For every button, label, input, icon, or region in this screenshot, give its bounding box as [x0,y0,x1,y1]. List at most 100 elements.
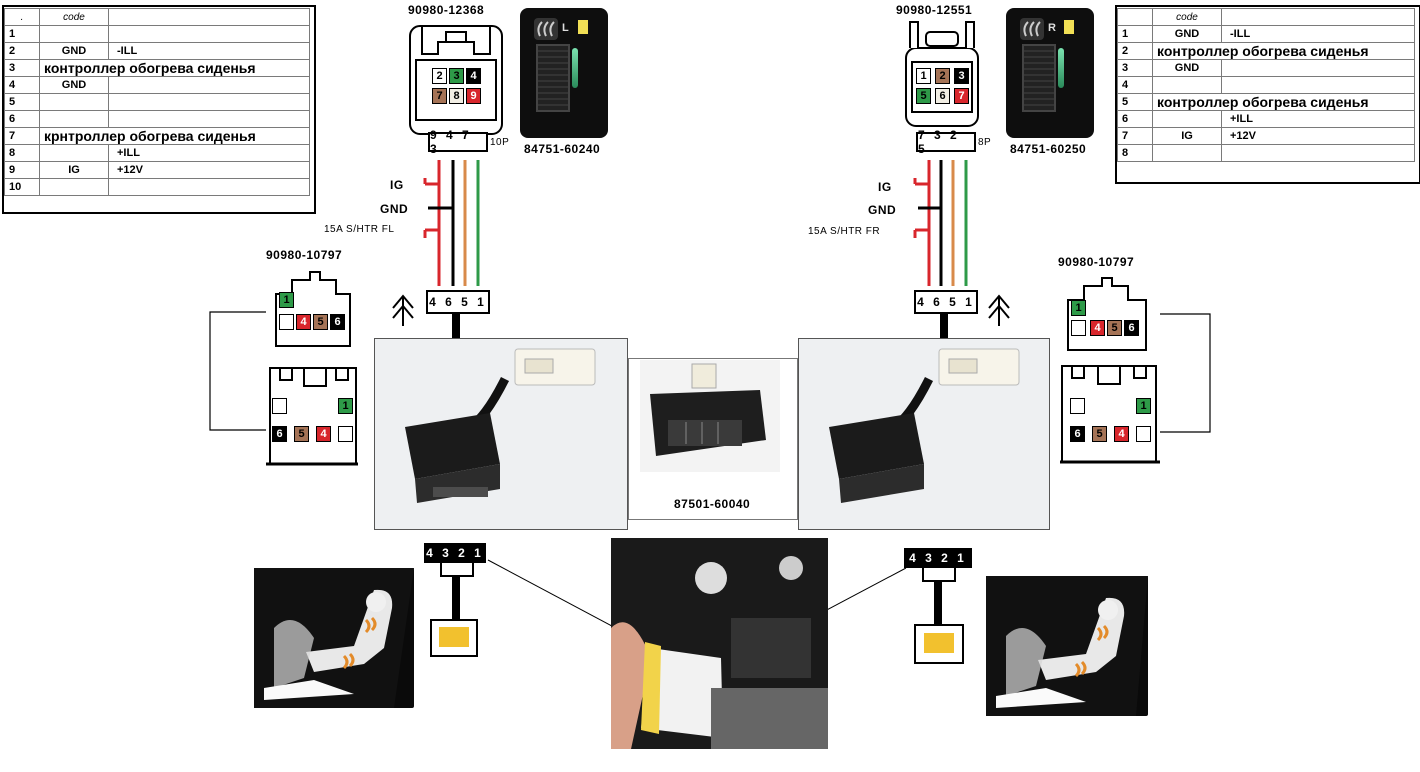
pin-number: 4 [1117,76,1153,94]
seat-heat-icon [534,18,558,40]
left-direction-arrow-icon [392,294,414,326]
right-switch-connector-code: 90980-12551 [896,3,973,17]
indicator-lamp-left [578,20,588,34]
left-6pin-bottom-5: 5 [294,426,309,442]
left_table-row: 6 [4,110,310,128]
indicator-lamp-right [1064,20,1074,34]
switch-knob-right [1022,44,1056,112]
pin-signal: GND [39,76,109,94]
left-6pin-bottom-empty [272,398,287,414]
pin-number: 5 [4,93,40,111]
right-6pin-top-4: 4 [1090,320,1105,336]
right-switch-pin-2: 2 [935,68,950,84]
right-switch-part-no: 84751-60250 [1010,142,1087,156]
level-bar-left [572,48,578,88]
pin-note [1221,144,1415,162]
pin-function: контроллер обогрева сиденья [1152,93,1415,111]
switch-letter-left: L [562,22,569,34]
left-6pin-bottom-4: 4 [316,426,331,442]
pin-signal [39,93,109,111]
pin-note [1221,59,1415,77]
left-6pin-bottom-6: 6 [272,426,287,442]
left_table-row: 10 [4,178,310,196]
left-switch-pin-8: 8 [449,88,464,104]
left-switch-connector-code: 90980-12368 [408,3,485,17]
right-switch-pincount: 8P [978,137,992,148]
left-adapter-photo [374,338,628,530]
left-heater-pad [430,619,478,657]
right-6pin-connector-code: 90980-10797 [1058,255,1135,269]
right-switch-photo: R [1006,8,1094,138]
pin-number: 1 [1117,25,1153,43]
right-switch-pin-5: 5 [916,88,931,104]
pin-number: 4 [4,76,40,94]
pin-note: -ILL [108,42,310,60]
right-switch-pin-3: 3 [954,68,969,84]
left-bracket-line [209,311,266,431]
left-wire-label-ig: IG [390,178,404,192]
pin-signal [39,144,109,162]
right-adapter-photo [798,338,1050,530]
pin-signal [1152,76,1222,94]
right-switch-pin-6: 6 [935,88,950,104]
right-direction-arrow-icon [988,294,1010,326]
pin-function: контроллер обогрева сиденья [1152,42,1415,60]
left-switch-pin-9: 9 [466,88,481,104]
left-heater-wire [452,577,460,619]
pin-note: +12V [1221,127,1415,145]
right-wire-label-ig: IG [878,180,892,194]
pin-function: контроллер обогрева сиденья [39,59,310,77]
pin-number: 3 [1117,59,1153,77]
right-6pin-bottom-6: 6 [1070,426,1085,442]
pin-function: крнтроллер обогрева сиденья [39,127,310,145]
right-heater-plug [922,568,956,582]
right-6pin-top-6: 6 [1124,320,1139,336]
pin-number: 5 [1117,93,1153,111]
left-wire-label-fuse: 15A S/HTR FL [324,224,395,235]
right-harness-strip: 4 6 5 1 [914,290,978,314]
right-6pin-bottom-4: 4 [1114,426,1129,442]
pin-note [108,178,310,196]
pin-note [1221,76,1415,94]
pin-signal [39,25,109,43]
left-switch-photo: L [520,8,608,138]
left-heater-strip: 4 3 2 1 [424,543,486,563]
left-switch-strip: 9 4 7 3 [428,128,488,156]
left-6pin-connector-code: 90980-10797 [266,248,343,262]
right_table-header-cell [1117,8,1153,26]
left-6pin-top-6: 6 [330,314,345,330]
right-wire-label-gnd: GND [868,203,897,217]
left-switch-pincount: 10P [490,137,510,148]
pin-number: 1 [4,25,40,43]
right-6pin-top-empty [1071,320,1086,336]
left-6pin-top-empty [279,314,294,330]
left_table-row: 5 [4,93,310,111]
pin-signal [1152,144,1222,162]
left_table-row: 8+ILL [4,144,310,162]
pin-number: 10 [4,178,40,196]
pin-number: 7 [4,127,40,145]
pin-number: 8 [4,144,40,162]
left_table-header-cell: . [4,8,40,26]
left-seat-illustration [254,568,414,708]
right-heater-wire [934,582,942,624]
pin-note [108,25,310,43]
pin-number: 8 [1117,144,1153,162]
right-6pin-top-1: 1 [1071,300,1086,316]
right-6pin-bottom-empty2 [1136,426,1151,442]
pin-note: -ILL [1221,25,1415,43]
seat-heat-icon [1020,18,1044,40]
right_table-row: 6+ILL [1117,110,1415,128]
pin-note [108,76,310,94]
pin-signal: GND [1152,25,1222,43]
left-6pin-bottom-empty2 [338,426,353,442]
pin-number: 7 [1117,127,1153,145]
pin-signal: GND [1152,59,1222,77]
